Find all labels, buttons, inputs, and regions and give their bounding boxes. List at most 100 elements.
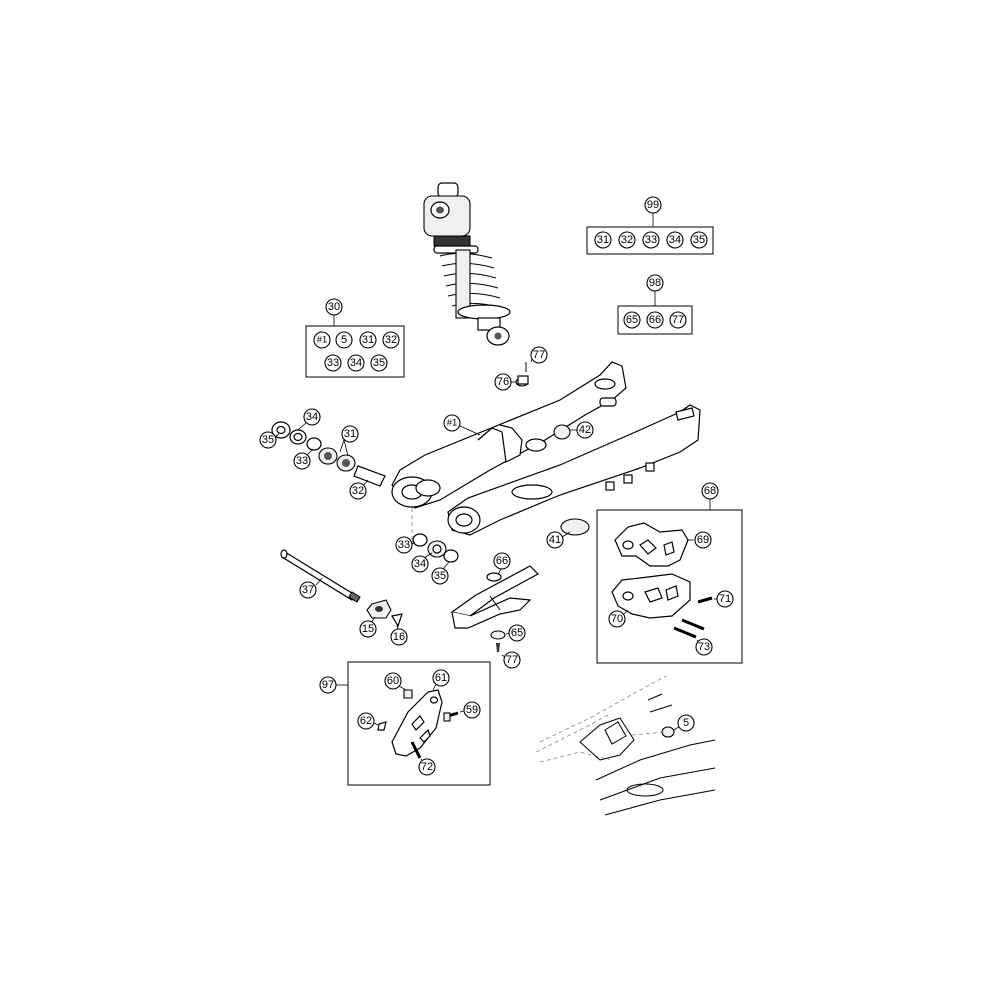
callout-61-label: 61 <box>435 672 447 684</box>
pad-41 <box>560 518 590 536</box>
kit-99-item: 32 <box>621 234 633 246</box>
callout-16[interactable] <box>390 628 408 646</box>
callout-33-upper-label: 33 <box>296 455 308 467</box>
callout-32-label: 32 <box>352 485 364 497</box>
callout-73[interactable] <box>695 638 713 656</box>
kit-99-item: 31 <box>597 234 609 246</box>
callout-76-label: 76 <box>497 376 509 388</box>
callout-41[interactable] <box>546 531 564 549</box>
kit-30-item: 5 <box>341 334 347 346</box>
callout-35-lower-label: 35 <box>434 570 446 582</box>
nut-15 <box>366 599 392 619</box>
kit-30-item: 33 <box>327 357 339 369</box>
callout-5-label: 5 <box>683 717 689 729</box>
kit-98-box: 98 65 66 77 <box>617 274 693 335</box>
kit-99-item: 33 <box>645 234 657 246</box>
inset-assembly-view <box>535 675 716 816</box>
kit-30-item: 32 <box>385 334 397 346</box>
callout-98-label: 98 <box>649 277 661 289</box>
callout-97-label: 97 <box>322 679 334 691</box>
callout-77-top[interactable] <box>530 346 548 364</box>
callout-33-upper[interactable] <box>293 452 311 470</box>
hardware-65-77 <box>490 630 506 652</box>
callout-16-label: 16 <box>393 631 405 643</box>
callout-41-label: 41 <box>549 534 561 546</box>
group-97-box: 97 <box>319 661 491 786</box>
group-68-box: 68 <box>596 482 743 664</box>
kit-30-item: 34 <box>350 357 362 369</box>
kit-30-item: #1 <box>317 335 328 346</box>
kit-98-item: 66 <box>649 314 661 326</box>
callout-59[interactable] <box>463 701 481 719</box>
callout-33-lower-label: 33 <box>398 539 410 551</box>
kit-30-box: 30 #1 5 31 32 33 34 35 <box>305 298 405 378</box>
pivot-shaft-37 <box>280 549 361 603</box>
callout-34-lower[interactable] <box>411 555 429 573</box>
kit-99-item: 35 <box>693 234 705 246</box>
callout-37[interactable] <box>299 581 317 599</box>
callout-62[interactable] <box>357 712 375 730</box>
callout-72[interactable] <box>418 758 436 776</box>
pivot-washers-right <box>411 508 459 563</box>
callout-30-label: 30 <box>328 301 340 313</box>
callout-69-label: 69 <box>697 534 709 546</box>
callout-35-upper-label: 35 <box>262 434 274 446</box>
callout-70-label: 70 <box>611 613 623 625</box>
callout-35-upper[interactable] <box>259 431 277 449</box>
callout-32[interactable] <box>349 482 367 500</box>
callout-30[interactable] <box>325 298 343 316</box>
callout-5[interactable] <box>677 714 695 732</box>
callout-35-lower[interactable] <box>431 567 449 585</box>
callout-77-lower-label: 77 <box>506 654 518 666</box>
callout-99[interactable] <box>644 196 662 214</box>
callout-77-lower[interactable] <box>503 651 521 669</box>
hardware-76-77 <box>515 362 529 387</box>
callout-70[interactable] <box>608 610 626 628</box>
callout-swingarm-1-label: #1 <box>447 418 458 429</box>
callout-68[interactable] <box>701 482 719 500</box>
callout-31-label: 31 <box>344 428 356 440</box>
callout-98[interactable] <box>646 274 664 292</box>
kit-98-item: 77 <box>672 314 684 326</box>
callout-77-top-label: 77 <box>533 349 545 361</box>
callout-42-label: 42 <box>579 424 591 436</box>
kit-99-item: 34 <box>669 234 681 246</box>
callout-59-label: 59 <box>466 704 478 716</box>
kit-99-box: 99 31 32 33 34 35 <box>586 196 714 255</box>
callout-34-lower-label: 34 <box>414 558 426 570</box>
callout-34-upper[interactable] <box>303 408 321 426</box>
callout-42[interactable] <box>576 421 594 439</box>
callout-68-label: 68 <box>704 485 716 497</box>
pivot-bearings <box>271 421 386 487</box>
callout-72-label: 72 <box>421 761 433 773</box>
kit-98-item: 65 <box>626 314 638 326</box>
callout-71-label: 71 <box>719 593 731 605</box>
callout-swingarm-1[interactable] <box>443 414 461 432</box>
callout-34-upper-label: 34 <box>306 411 318 423</box>
callout-99-label: 99 <box>647 199 659 211</box>
cap-16 <box>391 613 403 628</box>
callout-65[interactable] <box>508 624 526 642</box>
swingarm <box>391 361 701 536</box>
callout-31[interactable] <box>341 425 359 443</box>
callout-69[interactable] <box>694 531 712 549</box>
kit-99-items: 31 32 33 34 35 <box>594 231 708 249</box>
callout-60-label: 60 <box>387 675 399 687</box>
callout-66[interactable] <box>493 552 511 570</box>
kit-30-item: 35 <box>373 357 385 369</box>
callout-73-label: 73 <box>698 641 710 653</box>
callout-61[interactable] <box>432 669 450 687</box>
kit-30-item: 31 <box>362 334 374 346</box>
callout-66-label: 66 <box>496 555 508 567</box>
callout-33-lower[interactable] <box>395 536 413 554</box>
callout-97[interactable] <box>319 676 337 694</box>
callout-62-label: 62 <box>360 715 372 727</box>
callout-15[interactable] <box>359 620 377 638</box>
callout-37-label: 37 <box>302 584 314 596</box>
callout-15-label: 15 <box>362 623 374 635</box>
callout-71[interactable] <box>716 590 734 608</box>
callout-65-label: 65 <box>511 627 523 639</box>
callout-60[interactable] <box>384 672 402 690</box>
callout-76[interactable] <box>494 373 512 391</box>
